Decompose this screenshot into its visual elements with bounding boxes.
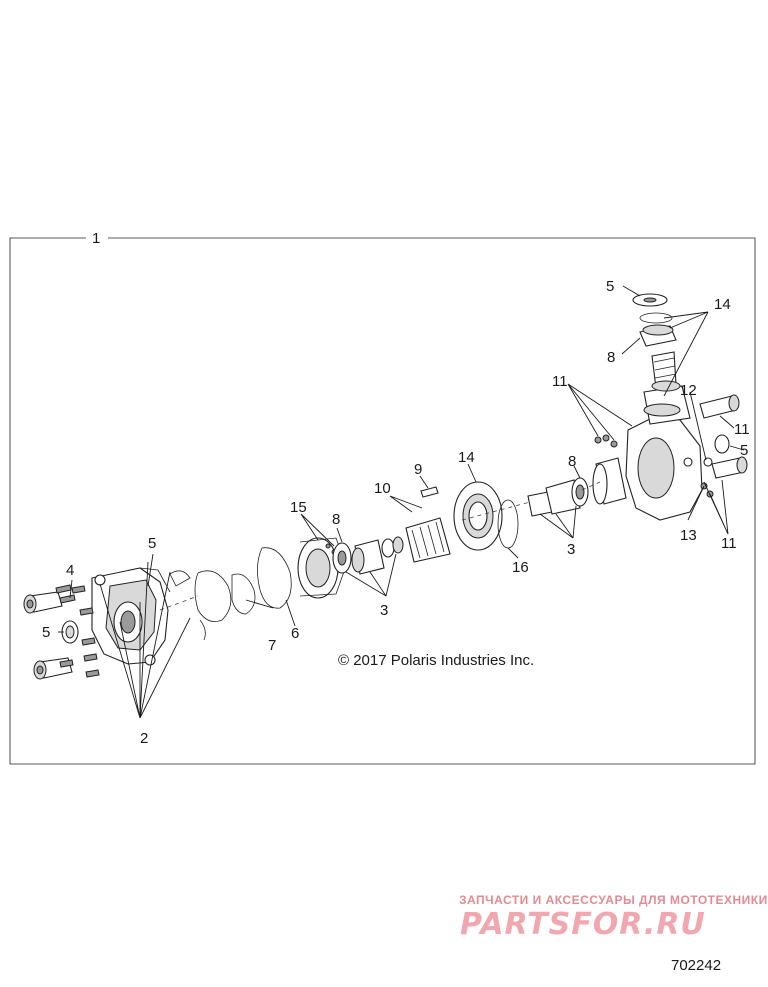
right-main-housing [625, 385, 703, 521]
callout-1: 1 [92, 230, 100, 247]
callout-11-left: 11 [552, 373, 568, 390]
callout-15: 15 [290, 499, 307, 516]
hub-3-left [351, 536, 404, 575]
pin-9 [420, 486, 439, 498]
watermark-subtitle: ЗАПЧАСТИ И АКСЕССУАРЫ ДЛЯ МОТОТЕХНИКИ [459, 893, 768, 907]
callout-11-upper-right: 11 [734, 421, 750, 438]
roller-cage-10 [405, 517, 451, 563]
callout-7: 7 [268, 637, 276, 654]
diagram-number: 702242 [671, 957, 722, 974]
callout-11-lower-right: 11 [721, 535, 737, 552]
callout-14-ring-gear: 14 [458, 449, 475, 466]
callout-8-right: 8 [568, 453, 576, 470]
pinion-shaft [651, 351, 681, 392]
callout-5-pinion: 5 [606, 278, 614, 295]
callout-9: 9 [414, 461, 422, 478]
callout-16: 16 [512, 559, 529, 576]
right-output-shaft-upper [699, 394, 740, 419]
right-seal-5 [714, 434, 730, 454]
hub-3-right [527, 477, 589, 517]
alignment-axis [159, 481, 601, 611]
callout-14-pinion: 14 [714, 296, 731, 313]
pinion-bearing-8 [639, 324, 677, 347]
callout-3-right: 3 [567, 541, 575, 558]
callout-10: 10 [374, 480, 391, 497]
pinion-ring-14 [639, 312, 673, 324]
left-bolts [55, 584, 100, 678]
leader-lines [58, 285, 745, 719]
right-output-shaft-lower [711, 456, 748, 479]
callout-13: 13 [680, 527, 697, 544]
callout-12: 12 [680, 382, 697, 399]
pinion-seal-5 [632, 293, 668, 307]
left-cover-gasket [169, 570, 206, 641]
left-seal [61, 620, 79, 644]
callout-8-pinion: 8 [607, 349, 615, 366]
callout-2: 2 [140, 730, 148, 747]
copyright-notice: © 2017 Polaris Industries Inc. [338, 652, 535, 669]
watermark-logo: PARTSFOR.RU [460, 907, 706, 942]
bearing-8-left [332, 542, 352, 574]
gasket-7 [194, 570, 256, 623]
callout-5-right-seal: 5 [740, 442, 748, 459]
callout-labels: 1 2 3 3 4 5 5 5 5 6 7 8 8 8 9 10 11 11 1… [42, 230, 750, 747]
callout-5-left-seal: 5 [42, 624, 50, 641]
callout-5-left-cover: 5 [148, 535, 156, 552]
left-cover-housing [91, 567, 171, 666]
callout-8-left: 8 [332, 511, 340, 528]
shim-6 [257, 547, 292, 609]
callout-4: 4 [66, 562, 74, 579]
left-output-shaft-upper [23, 591, 63, 614]
assembly-frame [9, 237, 756, 765]
callout-3-left: 3 [380, 602, 388, 619]
callout-6: 6 [291, 625, 299, 642]
sleeve [592, 457, 627, 505]
